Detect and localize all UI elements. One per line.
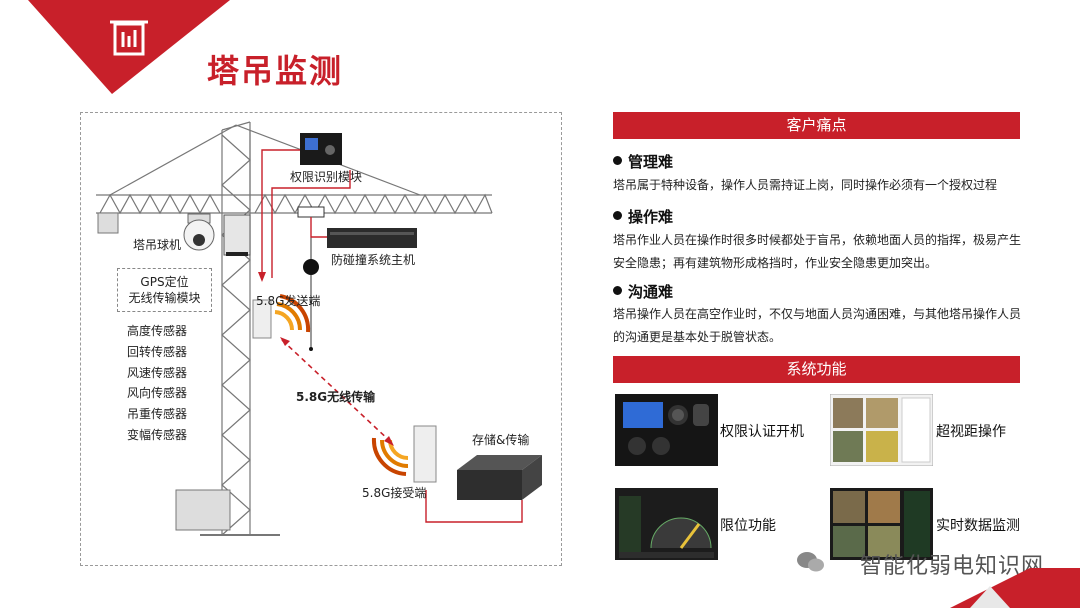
- bullet-icon: [613, 286, 622, 295]
- sensor-item: 高度传感器: [127, 322, 187, 339]
- hook-block: [303, 259, 319, 275]
- storage-label: 存储&传输: [472, 431, 529, 448]
- pain-point-body: 塔吊属于特种设备，操作人员需持证上岗，同时操作必须有一个授权过程: [613, 174, 1023, 197]
- counterweight: [98, 213, 118, 233]
- sensor-item: 风速传感器: [127, 364, 187, 381]
- auth-boot-thumbnail: [615, 394, 718, 466]
- receiver-label: 5.8G接受端: [362, 484, 426, 501]
- bullet-icon: [613, 211, 622, 220]
- feature-label-limit: 限位功能: [720, 515, 776, 535]
- corner-decoration: [890, 568, 1080, 608]
- ball-camera-icon: [184, 214, 214, 250]
- gps-module-box: GPS定位 无线传输模块: [117, 268, 212, 312]
- pain-point-body: 塔吊操作人员在高空作业时，不仅与地面人员沟通困难，与其他塔吊操作人员的沟通更是基…: [613, 303, 1023, 349]
- feature-label-realtime-monitoring: 实时数据监测: [936, 515, 1020, 535]
- functions-header: 系统功能: [613, 356, 1020, 383]
- auth-module-label: 权限识别模块: [290, 168, 362, 185]
- sensor-item: 风向传感器: [127, 384, 187, 401]
- receiver-device-icon: [414, 426, 436, 482]
- storage-device-icon: [457, 455, 542, 500]
- sensor-item: 吊重传感器: [127, 405, 187, 422]
- anti-collision-host-icon: [327, 228, 417, 248]
- wireless-module-label: 无线传输模块: [118, 290, 211, 306]
- sensor-item: 变幅传感器: [127, 426, 187, 443]
- anti-collision-host-label: 防碰撞系统主机: [331, 251, 415, 268]
- bullet-icon: [613, 156, 622, 165]
- pain-point-title: 沟通难: [613, 281, 673, 302]
- sensor-item: 回转传感器: [127, 343, 187, 360]
- feature-label-beyond-visual-range: 超视距操作: [936, 421, 1006, 441]
- wechat-icon: [796, 550, 826, 574]
- pain-point-title: 管理难: [613, 151, 673, 172]
- ball-camera-label: 塔吊球机: [133, 236, 181, 253]
- beyond-visual-range-thumbnail: [830, 394, 933, 466]
- pain-points-header: 客户痛点: [613, 112, 1020, 139]
- operator-cab: [224, 215, 250, 255]
- crane-base: [176, 490, 230, 530]
- crane-mast: [222, 122, 250, 535]
- feature-label-auth-boot: 权限认证开机: [720, 421, 804, 441]
- auth-module-device-icon: [300, 133, 342, 165]
- gps-label: GPS定位: [118, 274, 211, 290]
- pain-point-title: 操作难: [613, 206, 673, 227]
- pain-point-body: 塔吊作业人员在操作时很多时候都处于盲吊，依赖地面人员的指挥，极易产生安全隐患；再…: [613, 229, 1023, 275]
- signal-waves: [275, 296, 408, 474]
- transmitter-label: 5.8G发送端: [256, 292, 320, 309]
- wireless-link-label: 5.8G无线传输: [296, 388, 375, 405]
- limit-function-thumbnail: [615, 488, 718, 560]
- trolley: [298, 207, 324, 217]
